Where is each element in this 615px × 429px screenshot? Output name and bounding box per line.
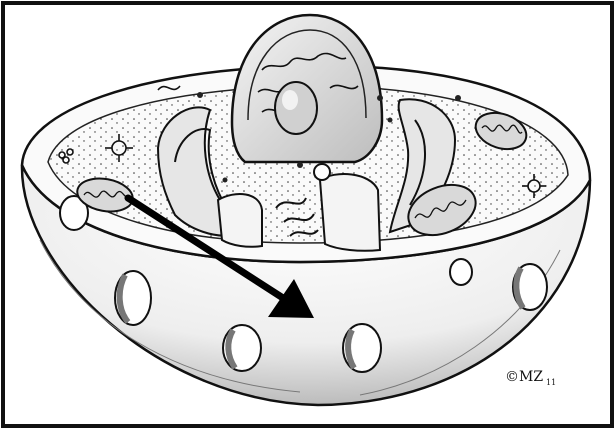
signature-suffix: 11 [546, 378, 556, 387]
signature-mark: ©MZ [505, 369, 543, 385]
